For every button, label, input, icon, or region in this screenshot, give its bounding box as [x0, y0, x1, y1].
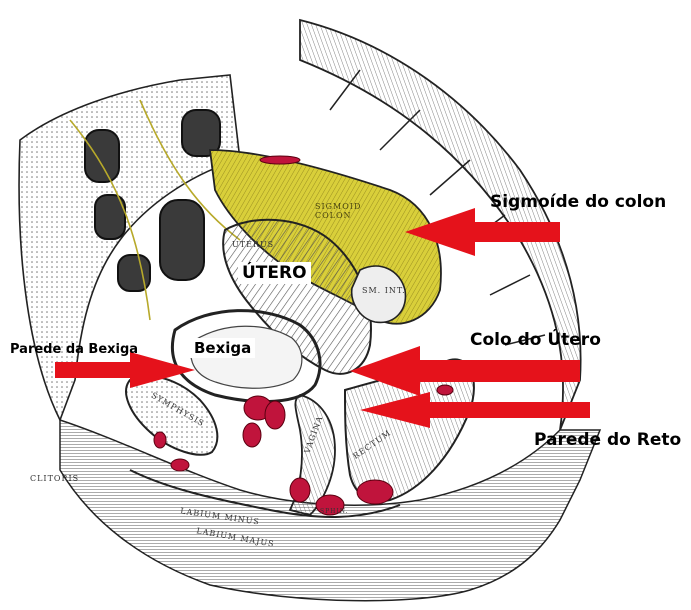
engraved-sm-int: SM. INT. [362, 286, 406, 295]
label-bexiga: Bexiga [190, 338, 255, 358]
engraved-sigmoid: SIGMOID COLON [315, 202, 375, 220]
engraved-uterus: UTERUS [232, 240, 274, 249]
symphysis [126, 376, 217, 455]
label-colo-utero: Colo do Útero [470, 330, 601, 350]
label-sigmoide: Sigmoíde do colon [490, 192, 666, 212]
label-parede-bexiga: Parede da Bexiga [10, 342, 138, 357]
engraved-clitoris: CLITORIS [30, 474, 79, 483]
label-utero: ÚTERO [238, 262, 311, 284]
engraved-sphincter: SPHIN. [320, 508, 349, 515]
label-parede-reto: Parede do Reto [534, 430, 681, 450]
